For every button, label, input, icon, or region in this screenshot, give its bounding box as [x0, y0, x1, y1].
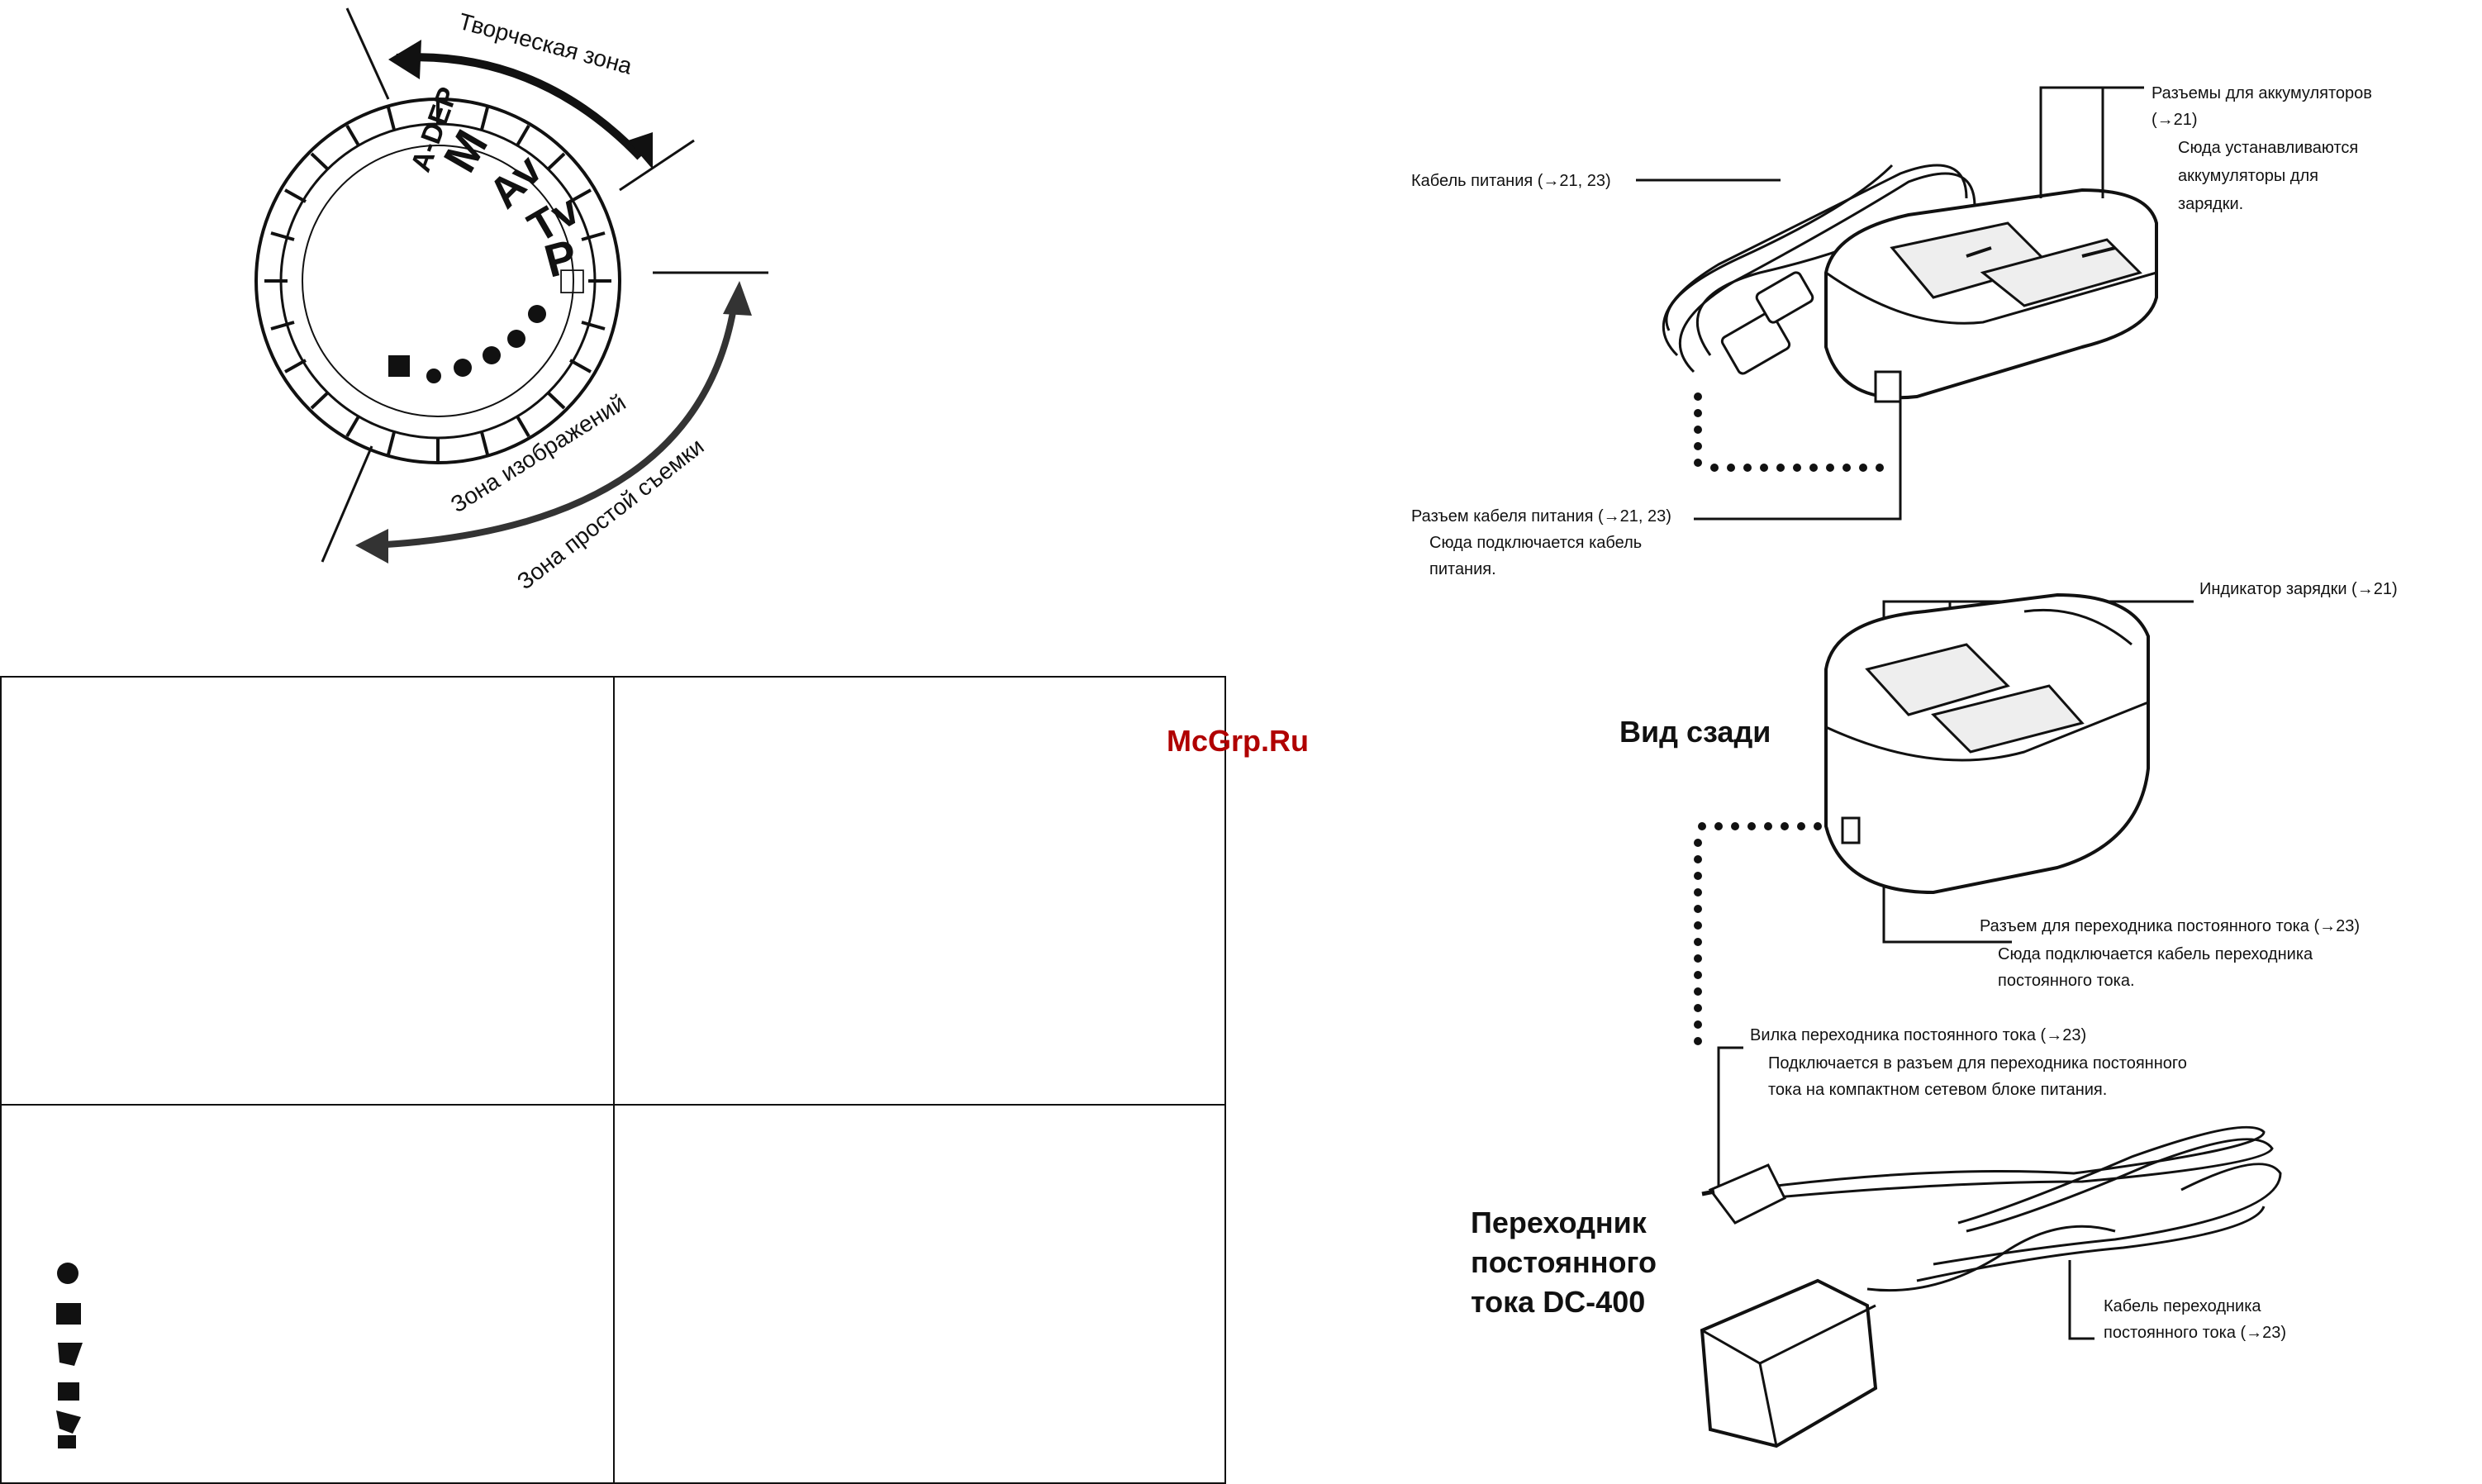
- battery-slots-desc-3: зарядки.: [2178, 195, 2244, 213]
- power-socket-desc-1: Сюда подключается кабель: [1429, 534, 1643, 552]
- battery-slots-ref: (→21): [2152, 111, 2198, 129]
- charger-rear-illustration: [1809, 578, 2173, 895]
- dc-socket-title: Разъем для переходника постоянного тока …: [1980, 917, 2361, 935]
- battery-slots-desc-2: аккумуляторы для: [2178, 167, 2318, 185]
- dc-plug-desc-1: Подключается в разъем для переходника по…: [1768, 1054, 2187, 1073]
- dc-plug-desc-2: тока на компактном сетевом блоке питания…: [1768, 1081, 2108, 1099]
- rear-view-title: Вид сзади: [1619, 715, 1771, 749]
- power-socket-desc-2: питания.: [1429, 560, 1496, 578]
- dc-cable-label-1: Кабель переходника: [2104, 1297, 2261, 1315]
- watermark: McGrp.Ru: [1167, 724, 1310, 758]
- charger-front-illustration: [1619, 83, 2198, 512]
- dc-plug-title: Вилка переходника постоянного тока (→23): [1750, 1026, 2087, 1044]
- dc-socket-desc-1: Сюда подключается кабель переходника: [1998, 945, 2313, 963]
- dc-coupler-illustration: [1686, 1115, 2313, 1463]
- dc-cable-label-2: постоянного тока (→23): [2104, 1324, 2287, 1342]
- mode-label-full-auto: □: [560, 259, 584, 302]
- battery-slots-desc-1: Сюда устанавливаются: [2178, 139, 2359, 157]
- power-socket-title: Разъем кабеля питания (→21, 23): [1411, 507, 1671, 526]
- charge-indicator-label: Индикатор зарядки (→21): [2199, 580, 2398, 598]
- power-cable-label: Кабель питания (→21, 23): [1411, 172, 1611, 190]
- dc-coupler-title-2: постоянного: [1471, 1245, 1657, 1279]
- mode-dial-figure: [254, 0, 810, 595]
- dc-socket-desc-2: постоянного тока.: [1998, 972, 2135, 990]
- scene-icons-stack: [50, 1260, 91, 1450]
- dc-coupler-title-1: Переходник: [1471, 1206, 1647, 1239]
- battery-slots-title: Разъемы для аккумуляторов: [2152, 84, 2372, 102]
- dc-coupler-title-3: тока DC-400: [1471, 1285, 1646, 1319]
